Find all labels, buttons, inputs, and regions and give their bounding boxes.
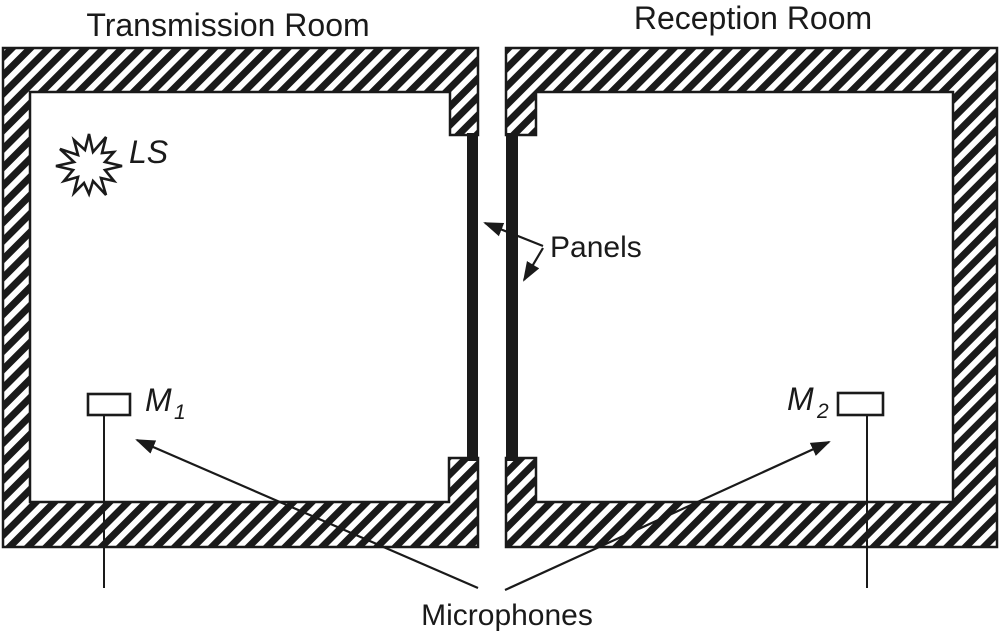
transmission-room-title: Transmission Room bbox=[86, 7, 369, 43]
panels-arrow-left-icon bbox=[483, 221, 544, 248]
reception-room-title: Reception Room bbox=[634, 0, 872, 36]
right-panel bbox=[506, 133, 518, 461]
mic2-icon bbox=[836, 391, 885, 417]
mic2-label: M bbox=[787, 381, 814, 417]
microphones-arrow-right-icon bbox=[504, 440, 831, 592]
mic2-label-subscript: 2 bbox=[816, 400, 829, 423]
panels-arrow-right-icon bbox=[522, 247, 544, 282]
loudspeaker-icon bbox=[55, 133, 123, 198]
mic1-label-subscript: 1 bbox=[174, 401, 186, 424]
mic1-icon bbox=[86, 392, 132, 417]
transmission-room-wall bbox=[1, 46, 480, 549]
reception-room-wall bbox=[504, 46, 999, 549]
left-panel bbox=[467, 133, 478, 461]
microphones-arrow-left-icon bbox=[135, 438, 479, 590]
panels-label: Panels bbox=[550, 231, 642, 264]
mic1-label: M bbox=[145, 382, 172, 418]
microphones-label: Microphones bbox=[421, 599, 593, 632]
loudspeaker-label: LS bbox=[129, 134, 168, 170]
